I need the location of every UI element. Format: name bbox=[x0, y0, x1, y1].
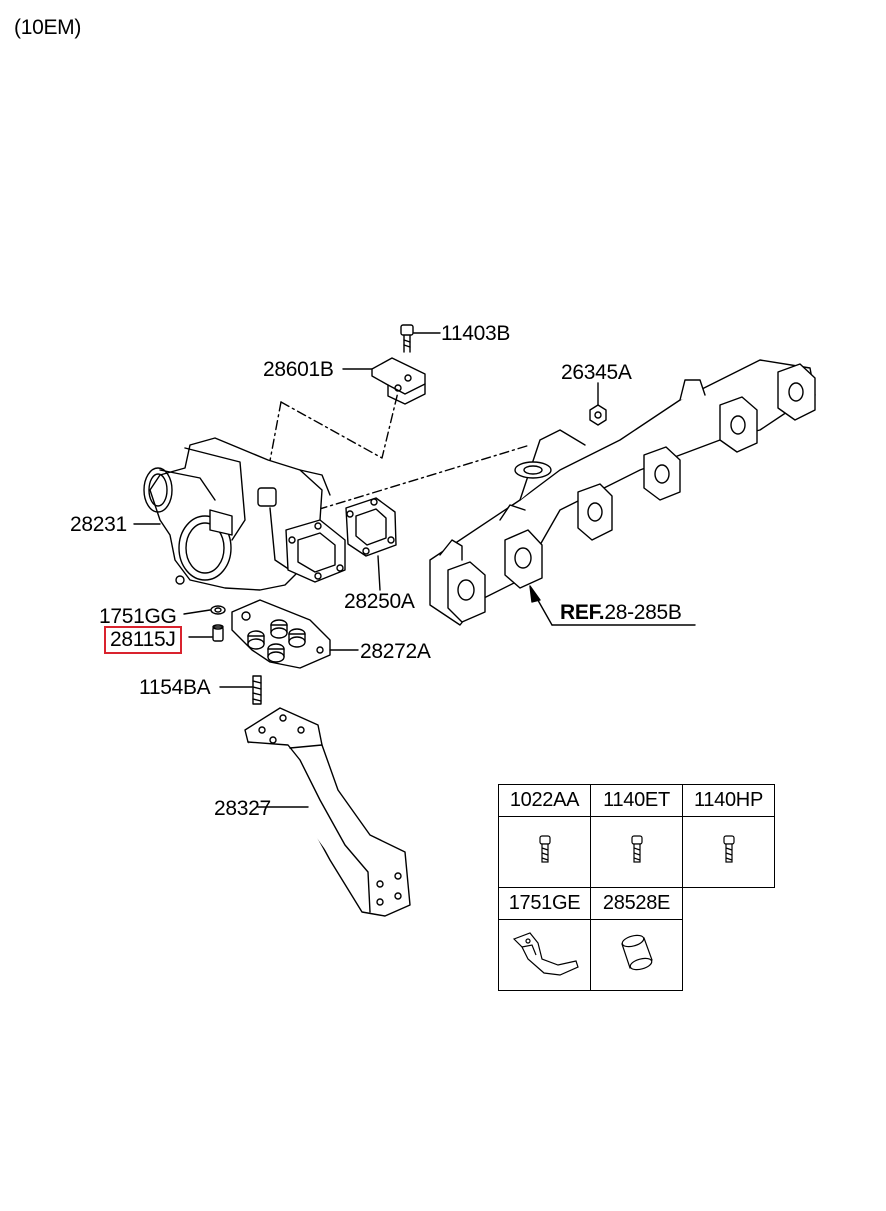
callout-28250a[interactable]: 28250A bbox=[344, 590, 415, 613]
bolt-28115j-icon bbox=[212, 624, 224, 642]
bracket-28601b-icon bbox=[371, 357, 426, 405]
callout-26345a[interactable]: 26345A bbox=[561, 361, 632, 384]
reference-label[interactable]: REF.28-285B bbox=[560, 601, 682, 625]
washer-1751gg-icon bbox=[210, 605, 226, 615]
legend-cell bbox=[590, 919, 683, 991]
legend-cell bbox=[498, 816, 591, 888]
legend-header[interactable]: 1022AA bbox=[498, 784, 591, 817]
callout-1751gg[interactable]: 1751GG bbox=[99, 605, 177, 628]
legend-empty-cell bbox=[683, 888, 775, 920]
sleeve-icon bbox=[620, 934, 653, 970]
bolt-icon bbox=[630, 834, 643, 863]
callout-28327[interactable]: 28327 bbox=[214, 797, 271, 820]
legend-header[interactable]: 1140HP bbox=[682, 784, 775, 817]
bolt-icon bbox=[538, 834, 551, 863]
callout-28231[interactable]: 28231 bbox=[70, 513, 127, 536]
callout-28272a[interactable]: 28272A bbox=[360, 640, 431, 663]
turbocharger-28231-icon bbox=[143, 437, 331, 591]
parts-legend-table: 1022AA 1140ET 1140HP 1751GE 28528E bbox=[498, 784, 775, 991]
legend-cell bbox=[590, 816, 683, 888]
heat-shield-icon bbox=[512, 931, 579, 976]
diagram-code: (10EM) bbox=[14, 16, 82, 39]
legend-header[interactable]: 1751GE bbox=[498, 887, 591, 920]
reference-code: 28-285B bbox=[604, 601, 682, 624]
legend-header[interactable]: 1140ET bbox=[590, 784, 683, 817]
bracket-28272a-icon bbox=[231, 599, 331, 669]
nut-26345a-icon bbox=[589, 404, 607, 426]
legend-empty-cell bbox=[683, 920, 775, 991]
legend-cell bbox=[682, 816, 775, 888]
legend-header[interactable]: 28528E bbox=[590, 887, 683, 920]
reference-prefix: REF. bbox=[560, 601, 605, 624]
callout-28115j-highlighted[interactable]: 28115J bbox=[104, 626, 182, 654]
gasket-28250a-icon bbox=[285, 497, 397, 583]
legend-cell bbox=[498, 919, 591, 991]
callout-1154ba[interactable]: 1154BA bbox=[139, 676, 211, 699]
exhaust-manifold-icon bbox=[429, 359, 816, 626]
callout-28601b[interactable]: 28601B bbox=[263, 358, 334, 381]
stud-1154ba-icon bbox=[252, 675, 262, 705]
support-bracket-28327-icon bbox=[244, 707, 411, 917]
bolt-11403b-icon bbox=[400, 324, 414, 353]
bolt-icon bbox=[722, 834, 735, 863]
callout-11403b[interactable]: 11403B bbox=[441, 322, 511, 345]
